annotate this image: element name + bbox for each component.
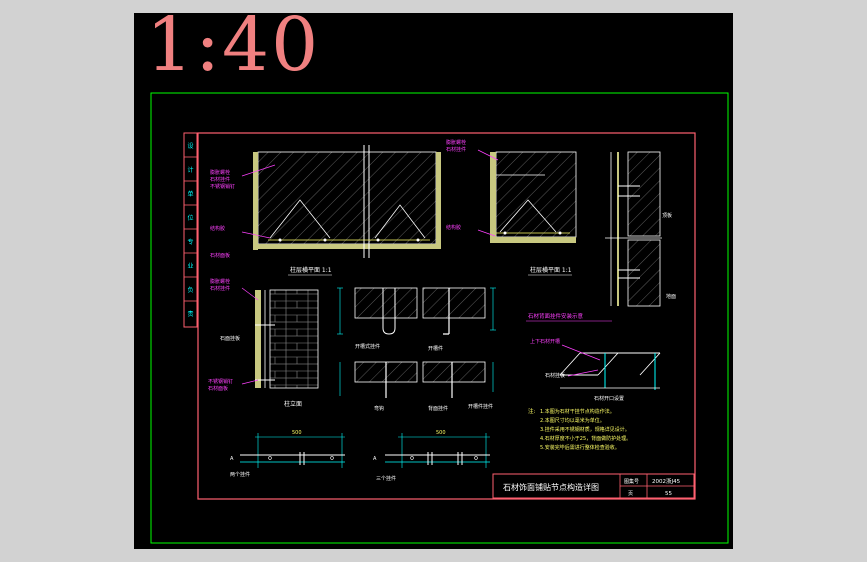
notes-label: 注: bbox=[528, 407, 536, 415]
callout-stone-panel: 石材面板 bbox=[208, 385, 228, 392]
callouts-middle: 膨胀螺栓 石材挂件 结构胶 bbox=[446, 139, 499, 237]
label-col-elevation: 柱立面 bbox=[284, 400, 302, 408]
detail-column-elevation bbox=[255, 289, 319, 389]
note-line: 2.本图尺寸均以毫米为单位。 bbox=[540, 417, 605, 424]
side-tab-label: 单 bbox=[187, 190, 193, 198]
label-anchor-note: 上下石材开槽 bbox=[530, 338, 560, 345]
detail-wall-section bbox=[605, 151, 662, 307]
label-anchor-foot: 石材开口设置 bbox=[594, 395, 624, 402]
label-col-section-1: 柱层横平面 1:1 bbox=[290, 266, 332, 274]
drawing-title: 石材饰面铺贴节点构造详图 bbox=[503, 482, 599, 492]
callout-adhesive: 结构胶 bbox=[210, 225, 225, 232]
callout-anchor-bolt: 膨胀螺栓 bbox=[210, 169, 230, 176]
callout-stone-clip: 石材挂件 bbox=[210, 285, 230, 292]
callouts-left: 膨胀螺栓 石材挂件 不锈钢销钉 结构胶 石材面板 bbox=[210, 164, 276, 259]
side-tab-label: 计 bbox=[187, 166, 193, 174]
detail-column-section-2 bbox=[490, 151, 577, 243]
label-hook-b: 背面挂件 bbox=[428, 405, 448, 412]
dimension-row-two bbox=[240, 433, 345, 468]
dimension-row-three bbox=[385, 433, 490, 468]
atlas-label: 图集号 bbox=[624, 478, 639, 485]
side-tab-label: 负 bbox=[187, 286, 193, 294]
callout-steel-pin: 不锈钢销钉 bbox=[208, 378, 233, 385]
side-tab-label: 专 bbox=[187, 238, 193, 246]
dim-edge-b: A bbox=[373, 456, 377, 462]
label-row-two: 两个挂件 bbox=[230, 471, 250, 478]
label-hook-c: 开槽件挂件 bbox=[468, 403, 493, 410]
note-line: 4.石材厚度不小于25，背面做防护处理。 bbox=[540, 435, 631, 442]
detail-column-section-1 bbox=[253, 145, 441, 258]
outer-frame bbox=[150, 92, 729, 544]
side-tab-label: 业 bbox=[187, 262, 193, 270]
callouts-elevation: 膨胀螺栓 石材挂件 石面挂板 不锈钢销钉 石材面板 bbox=[208, 278, 259, 392]
note-line: 3.挂件采用不锈钢材质，规格详见设计。 bbox=[540, 426, 630, 433]
note-line: 1.本图为石材干挂节点构造作法。 bbox=[540, 408, 615, 415]
atlas-number: 2002浙J45 bbox=[652, 477, 681, 485]
label-col-section-2: 柱层横平面 1:1 bbox=[530, 266, 572, 274]
detail-anchor-install bbox=[559, 344, 661, 390]
dim-span-a: 500 bbox=[292, 430, 302, 436]
label-anchor-panel: 石材挂板 bbox=[545, 372, 565, 379]
side-tab-label: 责 bbox=[187, 310, 193, 318]
label-top-plate: 顶板 bbox=[662, 212, 672, 219]
label-stone-face: 石面挂板 bbox=[220, 335, 240, 342]
label-row-three: 三个挂件 bbox=[376, 475, 396, 482]
detail-slot-profiles bbox=[337, 287, 496, 335]
inner-frame bbox=[197, 132, 696, 500]
scale-label: 1:40 bbox=[146, 2, 321, 88]
label-anchor-title: 石材背面挂件安装示意 bbox=[528, 312, 584, 320]
callout-adhesive: 结构胶 bbox=[446, 224, 461, 231]
dim-edge-a: A bbox=[230, 456, 234, 462]
callout-steel-pin: 不锈钢销钉 bbox=[210, 183, 235, 190]
callout-stone-panel: 石材面板 bbox=[210, 252, 230, 259]
title-block: 石材饰面铺贴节点构造详图 图集号 2002浙J45 页 55 bbox=[492, 473, 695, 499]
side-tab-label: 位 bbox=[187, 214, 193, 222]
notes: 注: 1.本图为石材干挂节点构造作法。 2.本图尺寸均以毫米为单位。 3.挂件采… bbox=[528, 407, 631, 451]
callout-anchor-bolt: 膨胀螺栓 bbox=[446, 139, 466, 146]
dim-span-b: 500 bbox=[436, 430, 446, 436]
side-tab-label: 设 bbox=[187, 142, 193, 150]
label-slot-profile-2: 开槽件 bbox=[428, 345, 443, 352]
callout-anchor-bolt: 膨胀螺栓 bbox=[210, 278, 230, 285]
callout-stone-clip: 石材挂件 bbox=[210, 176, 230, 183]
label-slot-profile: 开槽式挂件 bbox=[355, 343, 380, 350]
callout-stone-clip: 石材挂件 bbox=[446, 146, 466, 153]
note-line: 5.安装完毕后需进行整体检查验收。 bbox=[540, 444, 620, 451]
label-floor: 地面 bbox=[666, 293, 676, 300]
label-hook-a: 弯钩 bbox=[374, 405, 384, 412]
page-label: 页 bbox=[628, 491, 633, 497]
page-number: 55 bbox=[665, 491, 672, 497]
side-tab: 设 计 单 位 专 业 负 责 bbox=[183, 132, 198, 328]
detail-hooks bbox=[339, 361, 494, 398]
